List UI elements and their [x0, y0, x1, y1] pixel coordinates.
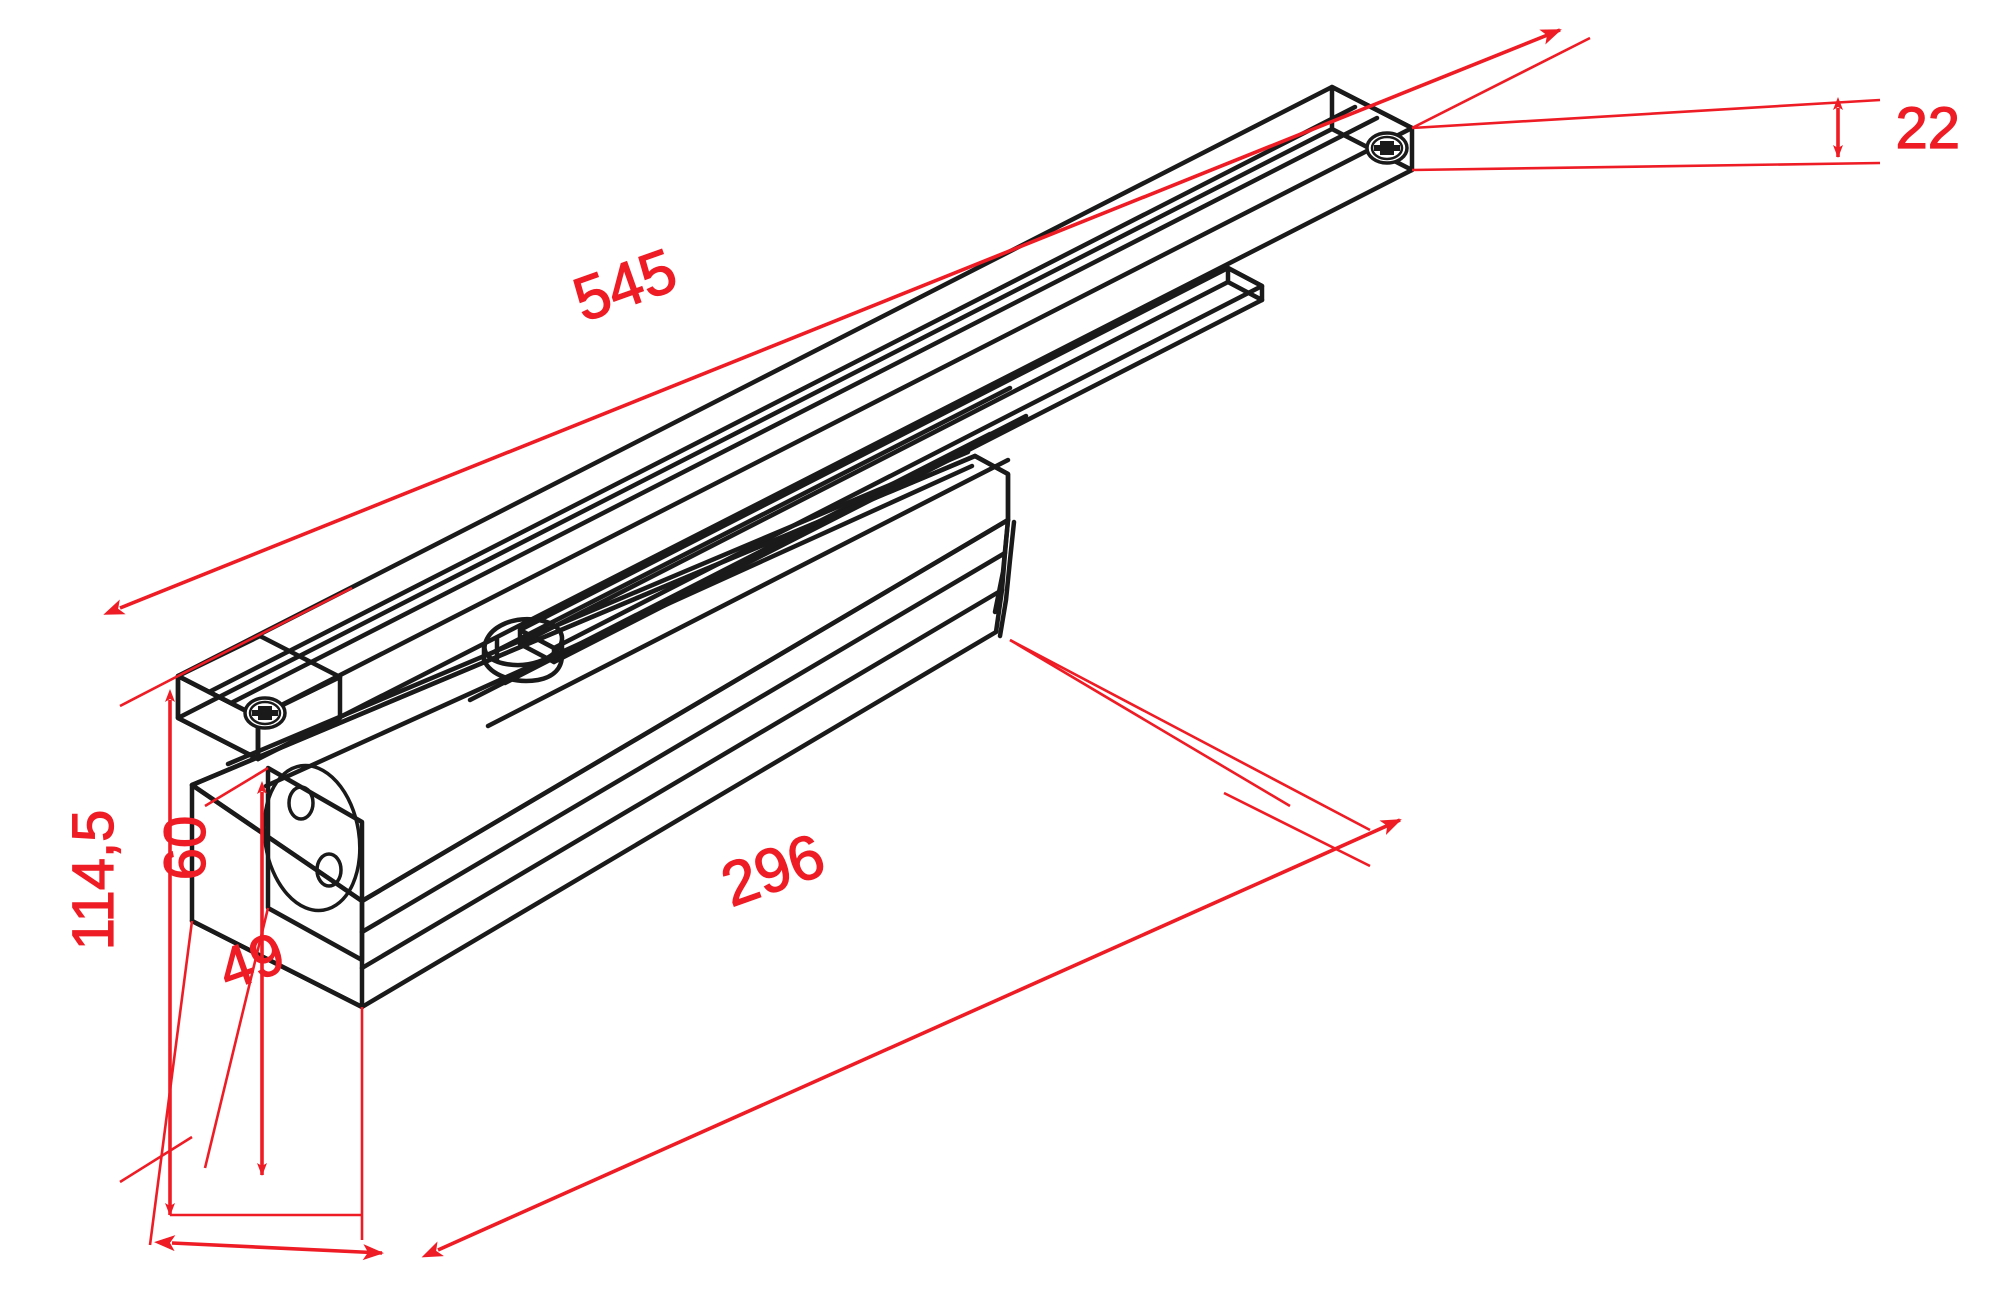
ext-1145-top — [119, 674, 179, 708]
body-bottom-edge — [189, 918, 365, 1010]
dimension-lines-group — [103, 28, 1881, 1261]
link-arm-edge-4 — [485, 457, 1011, 729]
dimline-49 — [154, 1235, 384, 1261]
dimension-22 — [1411, 97, 1881, 172]
body-upper-ridge-b — [263, 463, 975, 789]
dimension-label-296: 296 — [713, 821, 834, 921]
dimension-114-5 — [119, 674, 362, 1217]
rail-front-lower-edge — [175, 126, 1335, 721]
body-rib-3 — [359, 587, 1005, 971]
dimension-label-22: 22 — [1895, 96, 1960, 161]
latch-cap-bottom — [481, 652, 565, 684]
adjustment-valve-hole-lower — [315, 852, 343, 888]
phillips-screw-far — [1365, 131, 1409, 165]
dimension-label-545: 545 — [565, 236, 686, 336]
ext-296-upper-guide2 — [1009, 638, 1291, 808]
ext-60-top — [204, 766, 269, 808]
ext-49-left — [148, 920, 194, 1246]
body-rib-4 — [359, 629, 999, 1010]
dimension-49 — [148, 920, 384, 1261]
dimline-545 — [103, 28, 1562, 615]
rail-groove-upper — [206, 104, 1358, 695]
screws-group — [243, 131, 1409, 730]
slide-rail — [175, 84, 1415, 762]
dimension-545 — [103, 28, 1591, 678]
ext-22-bottom — [1411, 161, 1881, 172]
ext-296-right — [1223, 791, 1371, 868]
rail-groove-lower — [228, 115, 1380, 706]
dimension-60 — [203, 766, 270, 1176]
arm-lower-edge — [517, 279, 1231, 647]
phillips-screw-near — [243, 696, 287, 730]
end-block-right — [255, 674, 343, 762]
adjustment-valve-hole-upper — [287, 785, 315, 821]
dimension-label-114-5: 114,5 — [61, 810, 126, 951]
ext-1145-bottom — [119, 1135, 193, 1184]
slider-arm — [517, 265, 1265, 665]
dimension-label-49: 49 — [210, 920, 293, 1003]
dimension-296 — [360, 638, 1402, 1258]
dimension-label-60: 60 — [153, 816, 218, 881]
rail-bottom-right-edge — [255, 167, 1415, 762]
ext-545-right — [1411, 36, 1591, 130]
ext-22-top — [1411, 98, 1881, 130]
dimline-296 — [421, 818, 1402, 1258]
ext-296-upper-guide — [1009, 638, 1371, 832]
body-rib-2 — [359, 550, 1008, 935]
